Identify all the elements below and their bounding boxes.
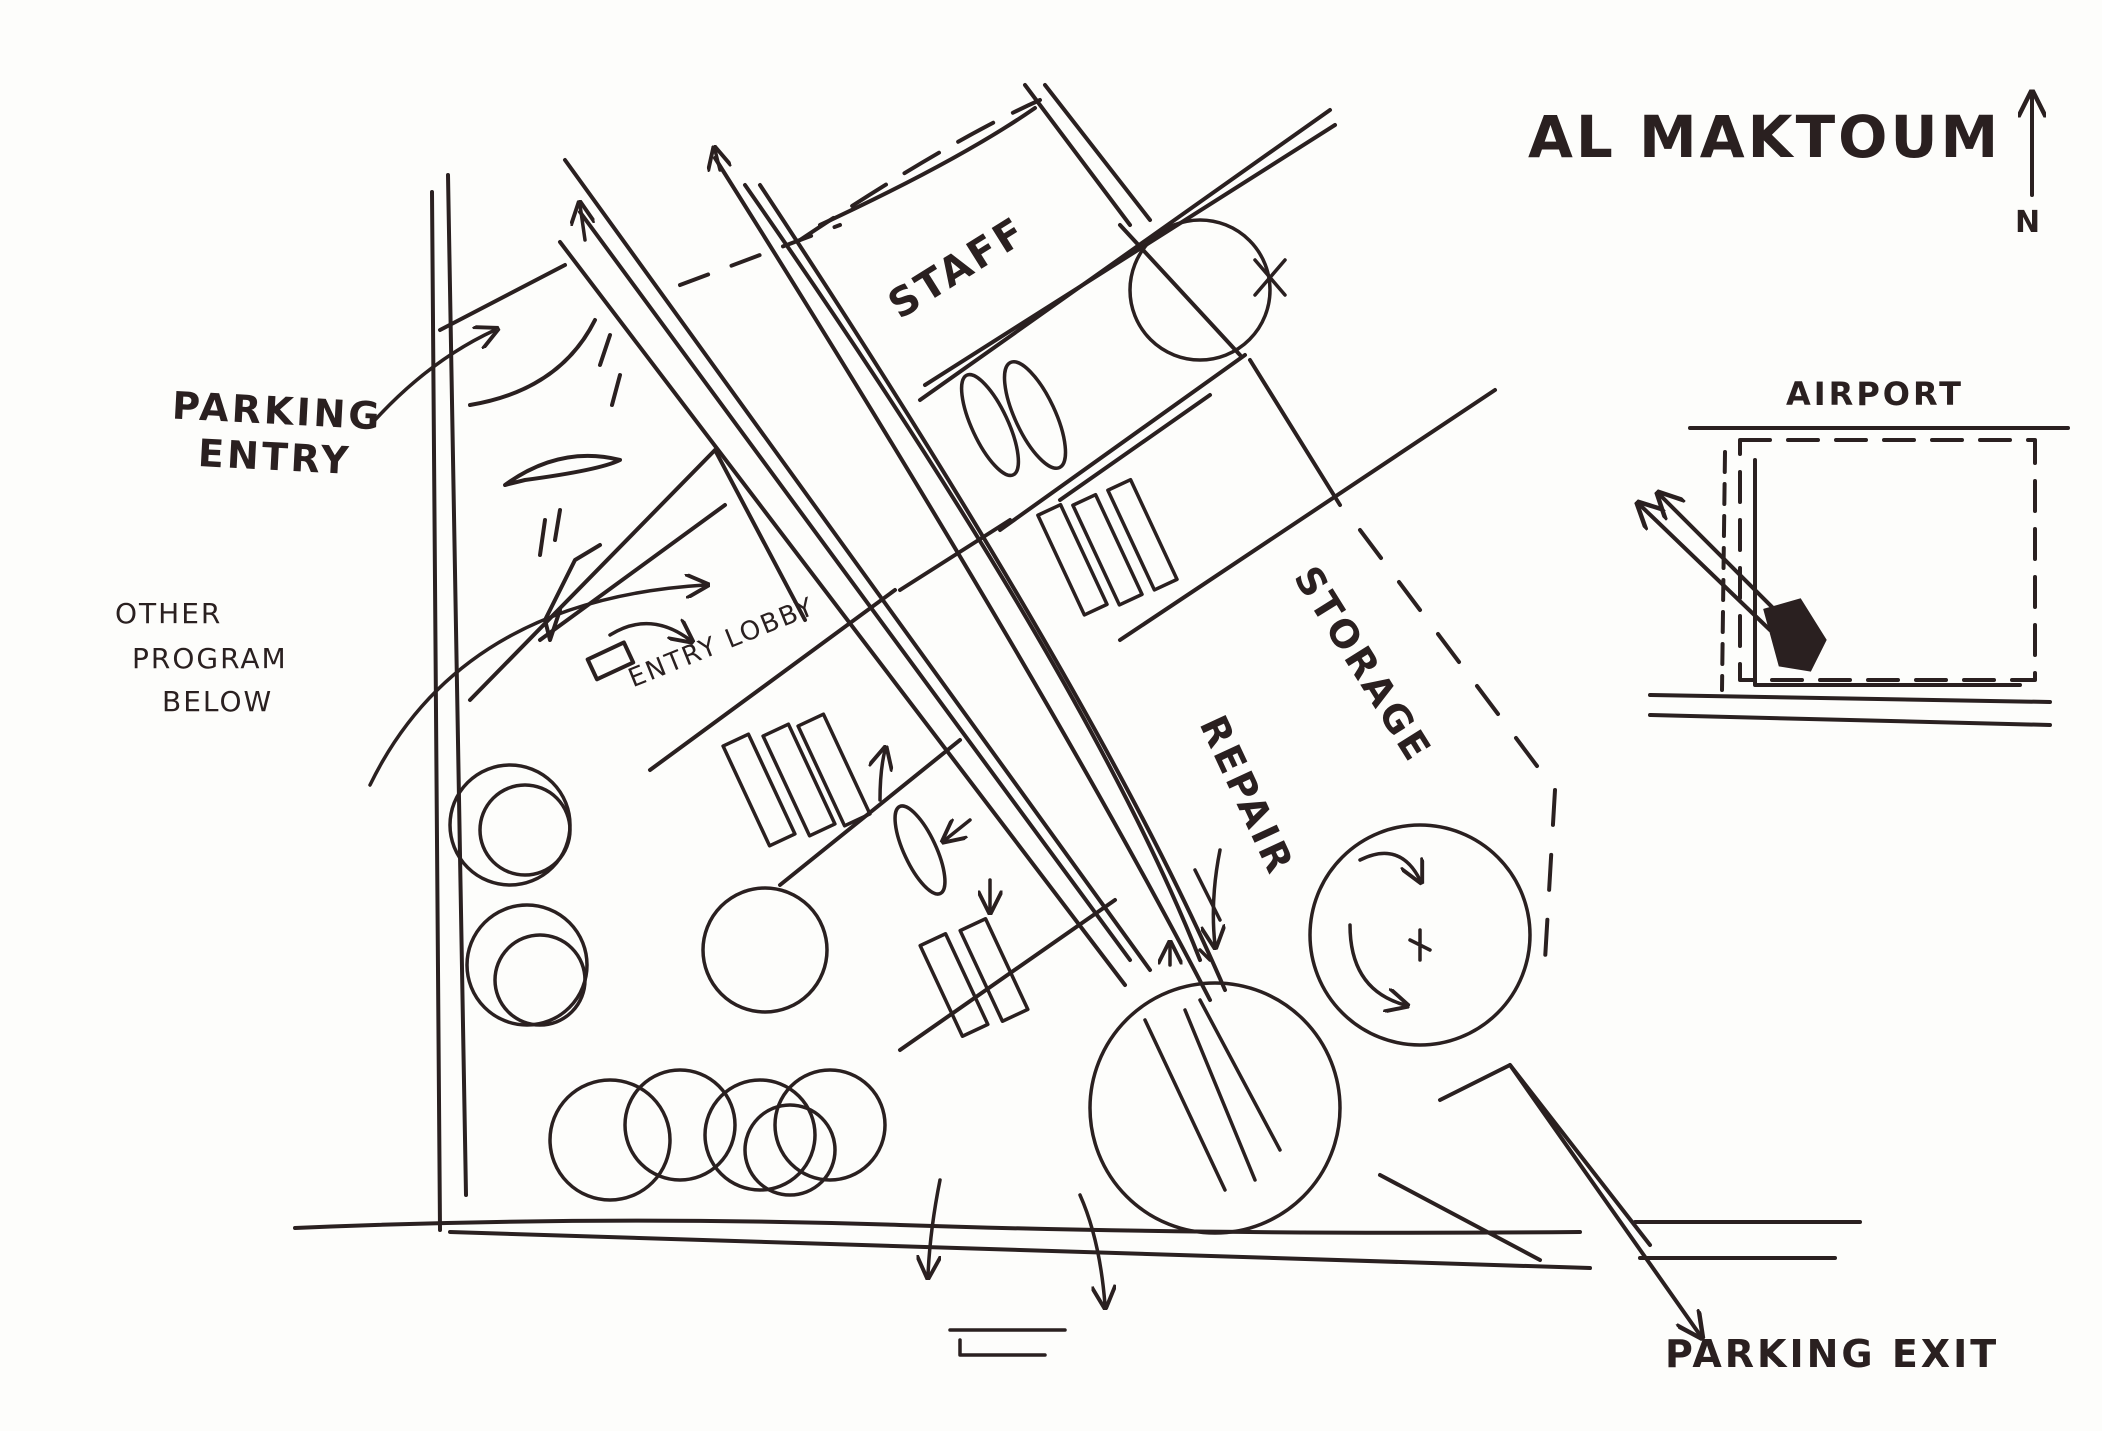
other-program-label-3: BELOW — [162, 685, 274, 718]
circulation-arrows — [368, 150, 1220, 1305]
parking-entry-label-2: ENTRY — [196, 431, 353, 483]
airport-label: AIRPORT — [1786, 375, 1964, 413]
other-program-label-1: OTHER — [115, 597, 223, 630]
staff-building — [798, 83, 1497, 642]
diagonal-road-central — [713, 156, 1227, 1002]
parking-stalls — [721, 360, 1179, 1038]
ground-line — [293, 1218, 1862, 1270]
parking-entry-ramp — [438, 263, 622, 557]
site-name-title: AL MAKTOUM — [1528, 103, 2002, 171]
north-label: N — [2015, 205, 2044, 240]
other-program-label-2: PROGRAM — [132, 642, 288, 675]
site-location-marker — [1763, 598, 1827, 672]
entry-lobby-block — [468, 448, 1117, 1052]
airport-inset-map — [1640, 426, 2070, 727]
diagonal-road-west — [558, 158, 1152, 987]
parking-exit-label: PARKING EXIT — [1665, 1332, 2000, 1376]
turning-circles — [448, 218, 1532, 1235]
site-left-boundary — [430, 173, 468, 1232]
parking-entry-label-1: PARKING — [170, 383, 384, 439]
bottom-marker — [948, 1328, 1067, 1357]
repair-zone-edge — [678, 223, 1557, 962]
parking-exit-ramp — [1378, 1063, 1700, 1335]
